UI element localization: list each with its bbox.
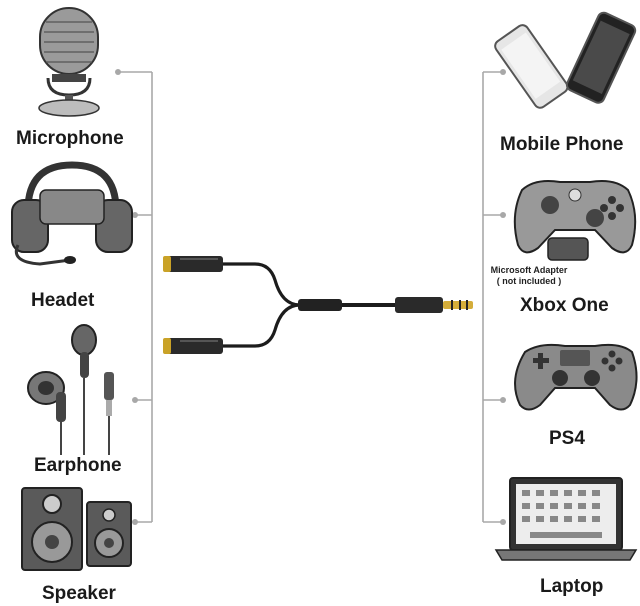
ps4-controller-icon bbox=[515, 345, 637, 410]
mobile-phone-icon bbox=[493, 11, 637, 110]
label-headset: Headet bbox=[31, 290, 94, 312]
splitter-cable bbox=[222, 264, 397, 346]
adapter-note-line2: ( not included ) bbox=[482, 276, 576, 287]
speaker-icon bbox=[22, 488, 131, 570]
male-plug bbox=[395, 297, 473, 313]
female-jack-top bbox=[163, 256, 223, 272]
microphone-icon bbox=[39, 8, 99, 116]
label-mobile-phone: Mobile Phone bbox=[500, 134, 624, 156]
xbox-controller-icon bbox=[515, 181, 635, 260]
headset-icon bbox=[12, 165, 132, 264]
label-xbox-one: Xbox One bbox=[520, 295, 609, 317]
adapter-note: Microsoft Adapter ( not included ) bbox=[482, 265, 576, 287]
adapter-note-line1: Microsoft Adapter bbox=[482, 265, 576, 276]
label-speaker: Speaker bbox=[42, 583, 116, 605]
female-jack-bottom bbox=[163, 338, 223, 354]
label-ps4: PS4 bbox=[549, 428, 585, 450]
laptop-icon bbox=[496, 478, 636, 560]
label-microphone: Microphone bbox=[16, 128, 124, 150]
earphone-icon bbox=[28, 325, 114, 455]
label-laptop: Laptop bbox=[540, 576, 603, 598]
label-earphone: Earphone bbox=[34, 455, 122, 477]
